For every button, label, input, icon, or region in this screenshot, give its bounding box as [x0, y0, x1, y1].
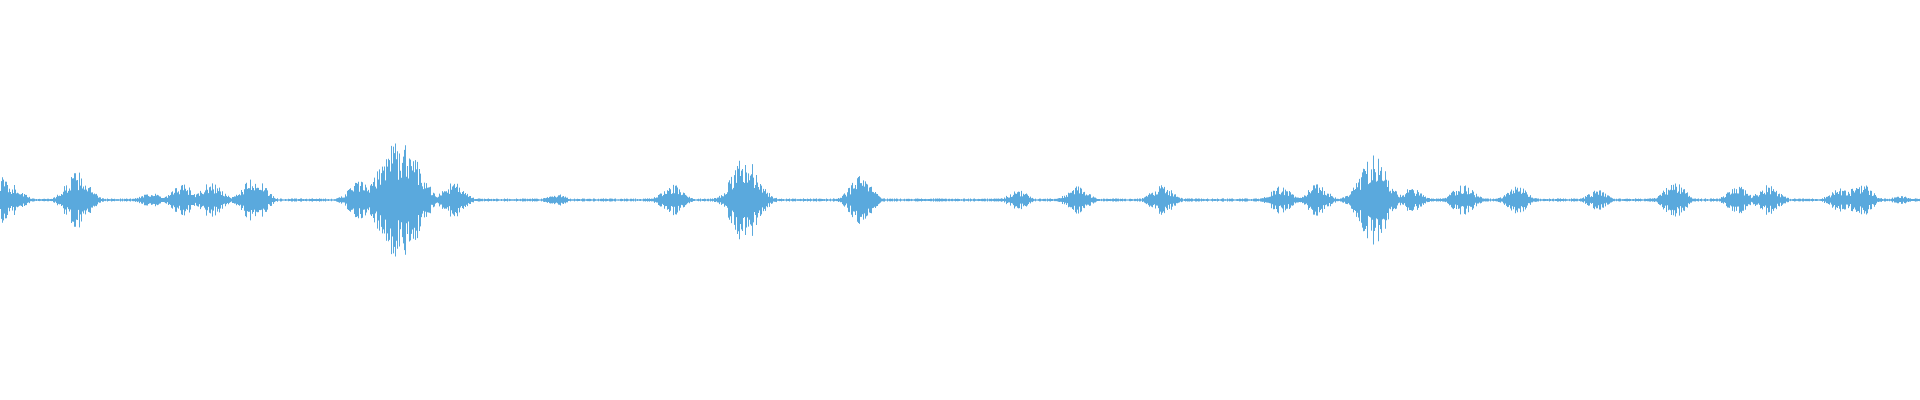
waveform-bars [0, 143, 1920, 257]
